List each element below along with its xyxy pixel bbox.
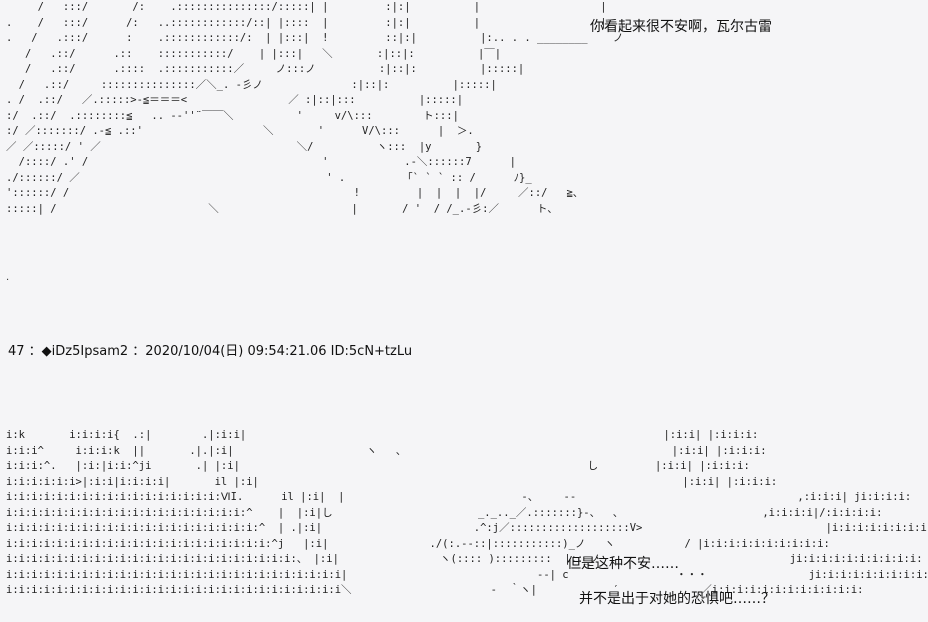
separator-dot: .: [6, 272, 10, 283]
post-header: 47 ：◆iDz5Ipsam2 ：2020/10/04(日) 09:54:21.…: [8, 344, 413, 359]
dialogue-line-2: 但是这种不安……: [567, 556, 679, 572]
ascii-art-bottom: i:k i:i:i:i{ .:| .|:i:i| |:i:i| |:i:i:i:…: [6, 429, 928, 596]
dialogue-line-1: 你看起来很不安啊，瓦尔古雷: [590, 19, 772, 35]
dialogue-line-3: 并不是出于对她的恐惧吧……？: [579, 591, 775, 607]
ascii-art-top: / :::/ /: .:::::::::::::::/:::::| | :|:|…: [6, 1, 624, 215]
